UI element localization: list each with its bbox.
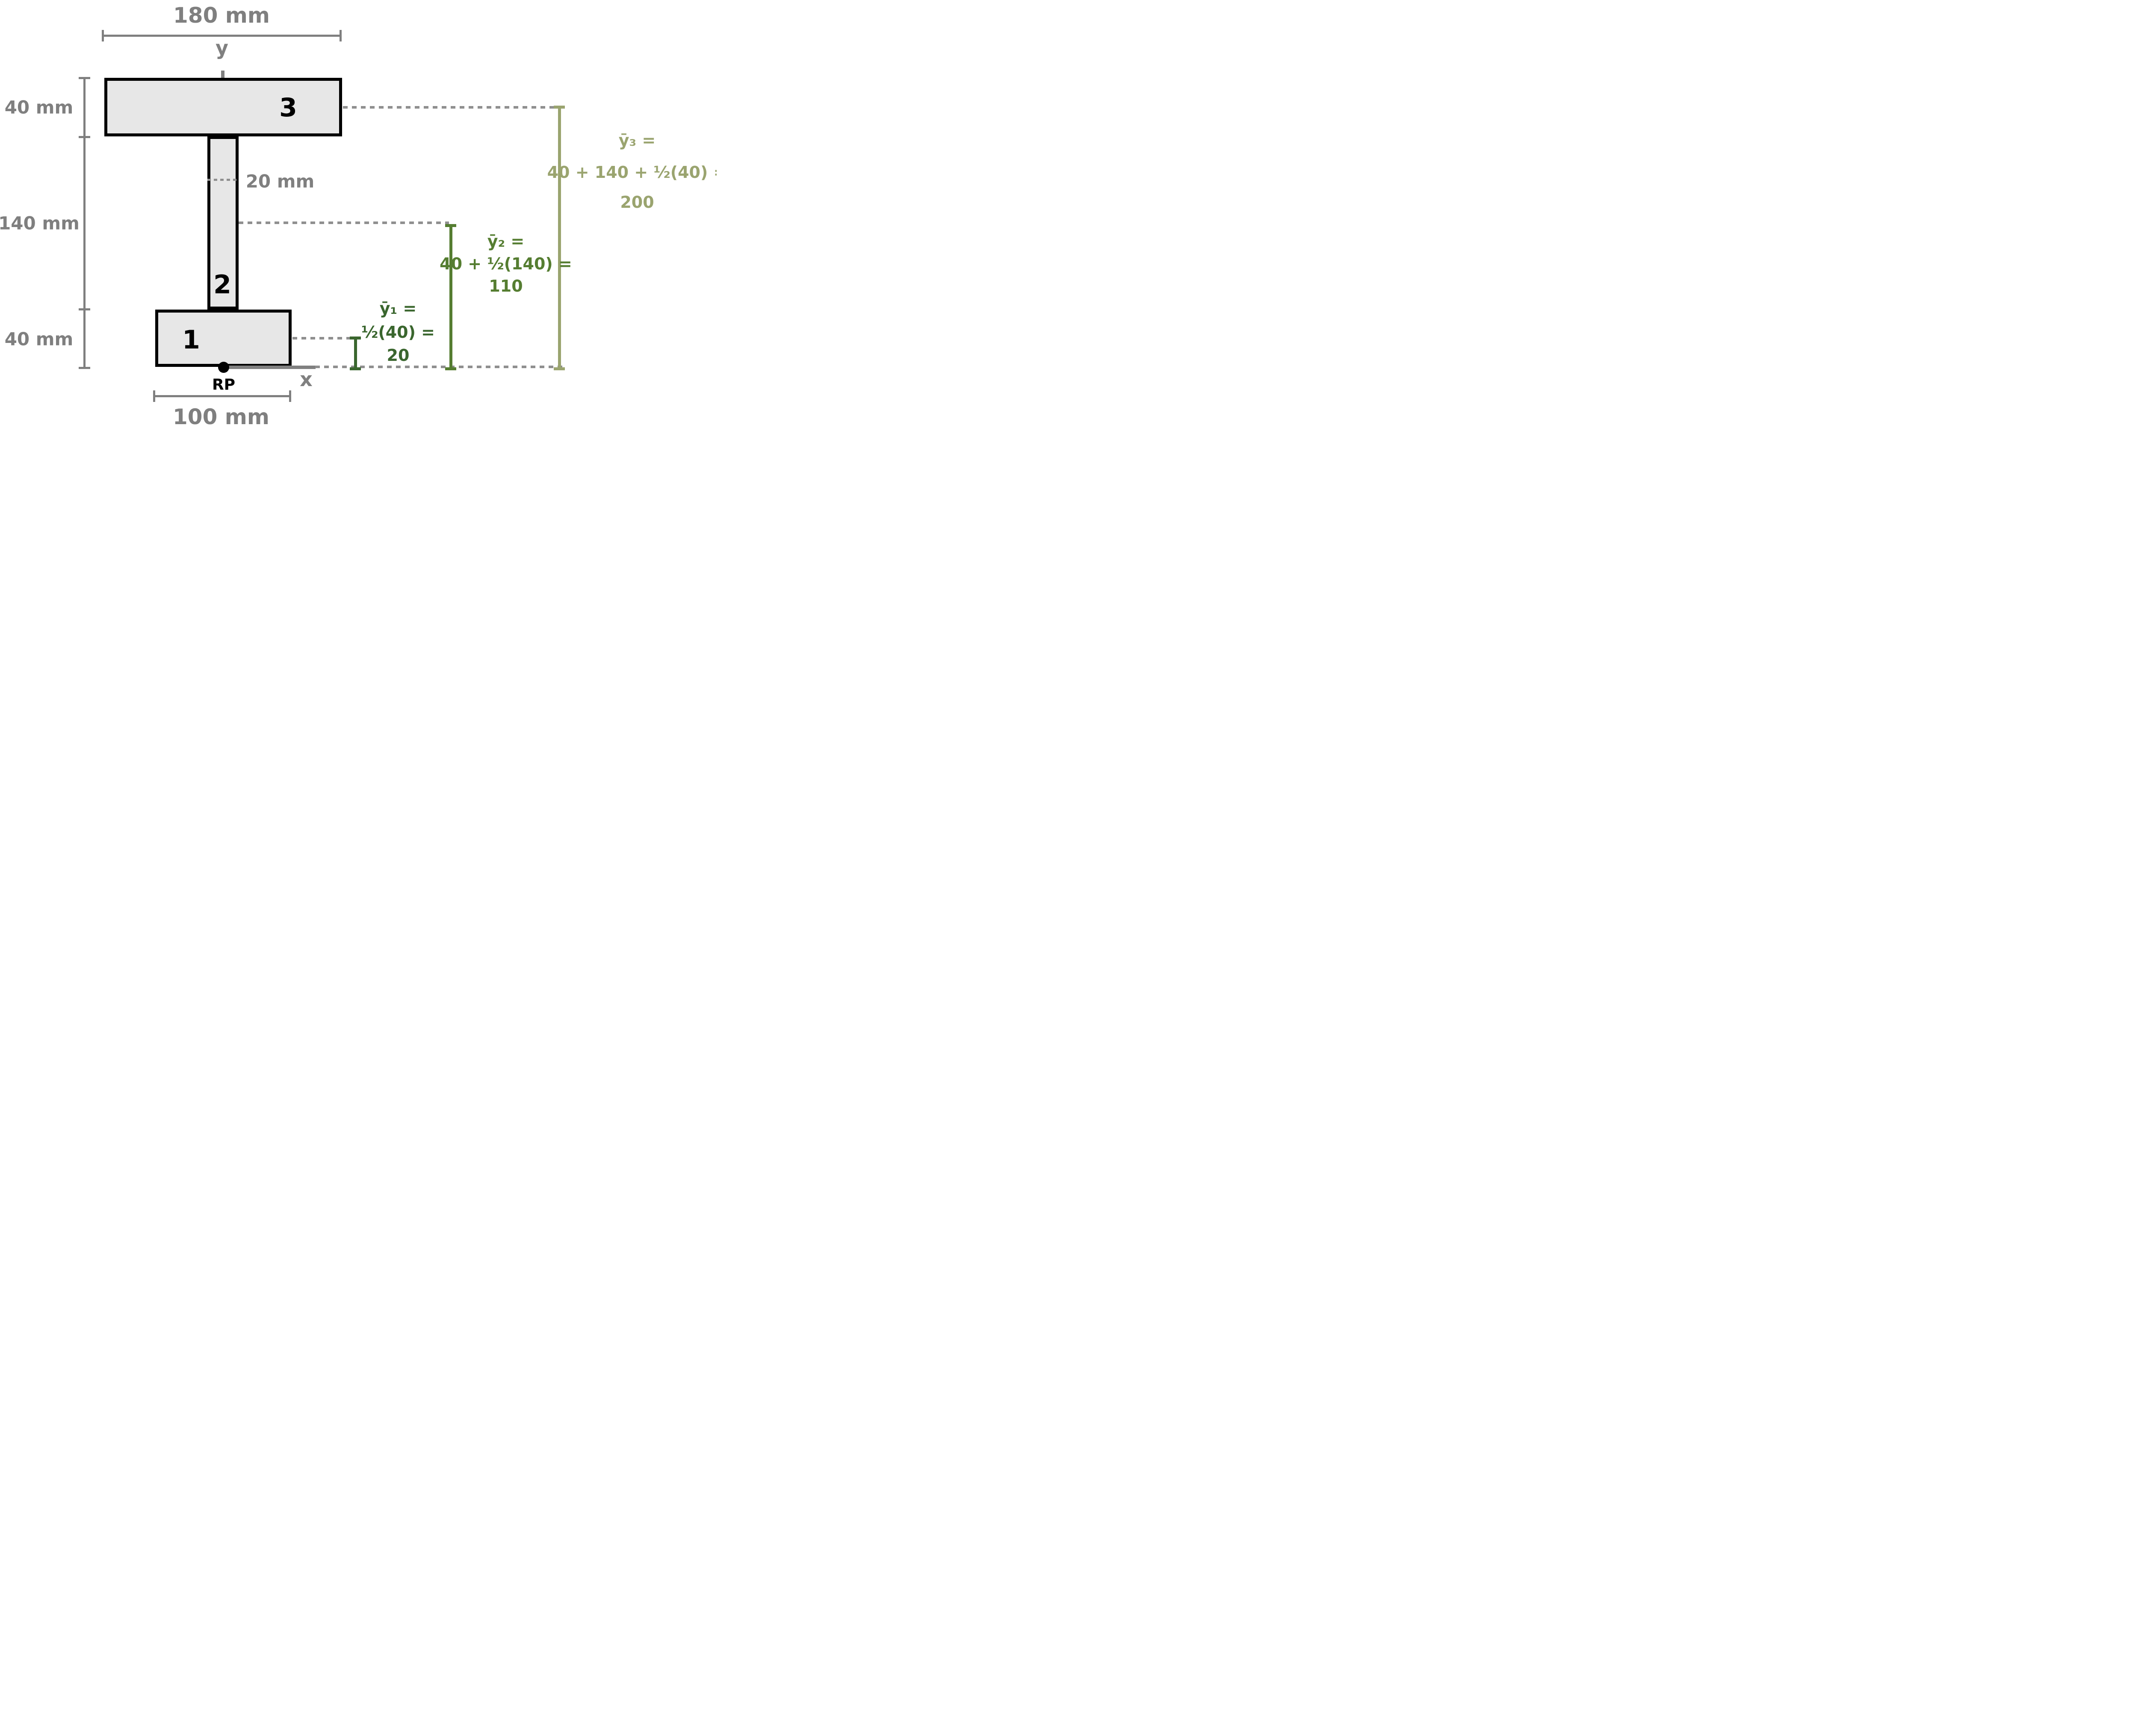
ibeam-centroid-diagram: 180 mm 40 mm 140 mm 40 mm y 3 2 1 20 mm … [0, 0, 717, 434]
web-width-label: 20 mm [245, 171, 315, 192]
bottom-flange-shape [155, 310, 292, 367]
ybar1-equation-line1: ȳ₁ = [379, 299, 417, 318]
x-axis-label: x [300, 368, 313, 391]
bottom-width-label: 100 mm [173, 404, 269, 429]
dotted-line-level-200 [343, 106, 564, 109]
ybar3-equation-line1: ȳ₃ = [618, 131, 656, 150]
bottom-dimension-line [154, 395, 290, 397]
left-label-40-top: 40 mm [4, 97, 74, 118]
top-dimension-tick-right [340, 30, 342, 41]
web-width-dotted-line [207, 179, 239, 181]
top-width-label: 180 mm [173, 3, 270, 28]
left-tick-bottom [79, 367, 90, 369]
left-tick-upper-mid [79, 136, 90, 138]
left-label-40-bottom: 40 mm [4, 328, 74, 350]
top-dimension-line [103, 35, 341, 37]
part3-label: 3 [279, 93, 297, 123]
top-dimension-tick-left [102, 30, 104, 41]
part1-label: 1 [182, 325, 200, 355]
ybar3-equation-line2: 40 + 140 + ½(40) = [547, 163, 717, 182]
ybar3-equation-result: 200 [620, 193, 654, 212]
ybar2-equation-result: 110 [489, 277, 523, 295]
dotted-line-level-20 [292, 337, 351, 340]
reference-point-dot [218, 362, 229, 373]
left-label-140: 140 mm [0, 213, 80, 234]
ybar2-equation-line2: 40 + ½(140) = [440, 254, 572, 273]
reference-point-label: RP [212, 376, 236, 394]
bottom-dimension-tick-right [289, 390, 291, 402]
y-axis-label: y [216, 36, 228, 59]
ybar1-equation-line2: ½(40) = [361, 323, 435, 342]
x-axis-line [224, 366, 316, 369]
ybar2-equation-line1: ȳ₂ = [487, 232, 525, 251]
left-dimension-line [83, 78, 86, 369]
left-tick-top [79, 77, 90, 79]
dotted-line-baseline [315, 366, 564, 368]
bottom-dimension-tick-left [153, 390, 155, 402]
ybar1-equation-result: 20 [387, 346, 410, 365]
top-flange-shape [104, 78, 342, 136]
left-tick-lower-mid [79, 308, 90, 310]
web-shape [207, 136, 239, 310]
part2-label: 2 [213, 270, 231, 300]
dotted-line-level-110 [239, 221, 449, 224]
